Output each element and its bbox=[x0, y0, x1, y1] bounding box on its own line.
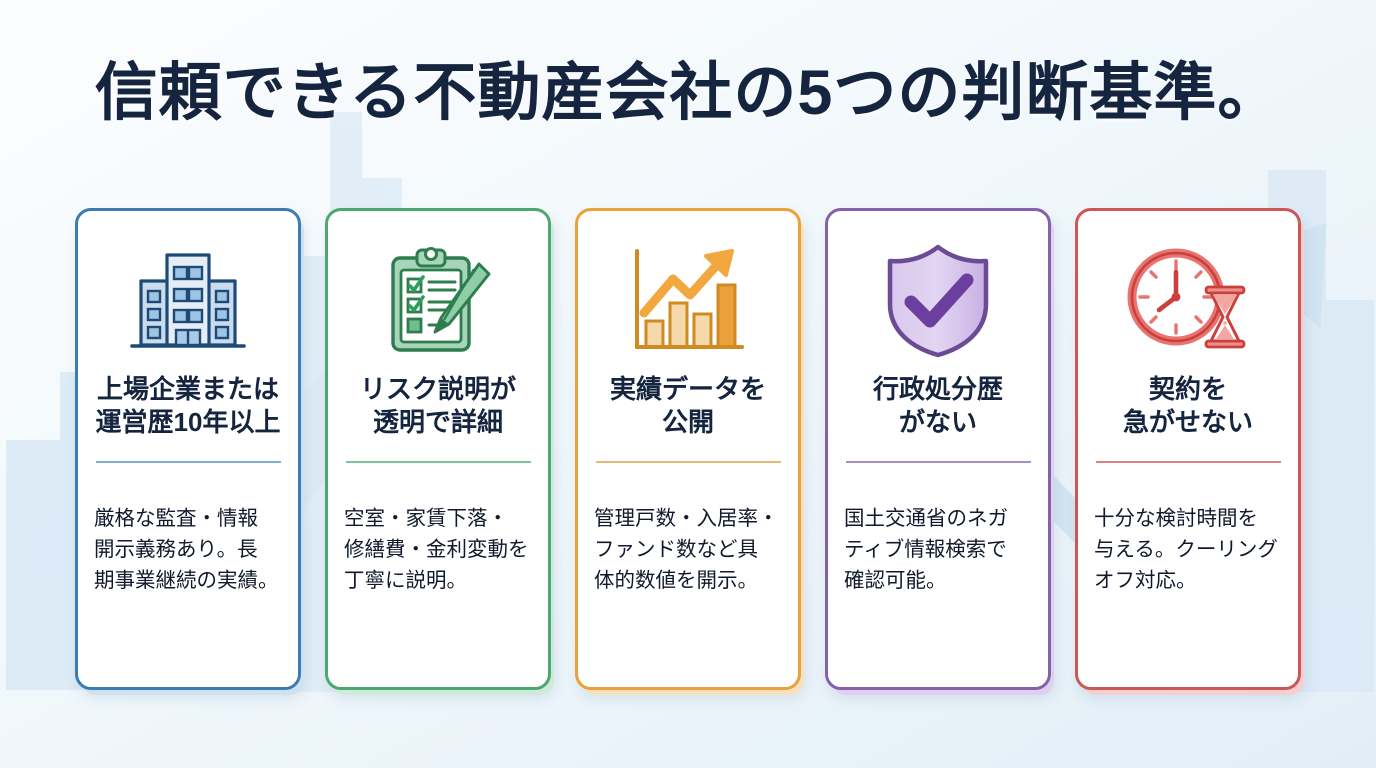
criteria-card-row: 上場企業または 運営歴10年以上 厳格な監査・情報 開示義務あり。長 期事業継続… bbox=[0, 208, 1376, 690]
office-building-icon bbox=[92, 237, 284, 365]
criteria-divider bbox=[595, 461, 781, 463]
criteria-description: 厳格な監査・情報 開示義務あり。長 期事業継続の実績。 bbox=[94, 507, 279, 593]
criteria-description: 管理戸数・入居率・ ファンド数など具 体的数値を開示。 bbox=[594, 507, 779, 593]
criteria-description: 十分な検討時間を 与える。クーリング オフ対応。 bbox=[1094, 507, 1278, 593]
criteria-divider bbox=[345, 461, 531, 463]
clipboard-checklist-icon bbox=[342, 237, 534, 365]
growth-bar-chart-icon bbox=[592, 237, 784, 365]
shield-check-icon bbox=[842, 237, 1034, 365]
criteria-title: 行政処分歴 がない bbox=[872, 374, 1003, 438]
criteria-description: 空室・家賃下落・ 修繕費・金利変動を 丁寧に説明。 bbox=[344, 507, 529, 593]
criteria-card-2[interactable]: リスク説明が 透明で詳細 空室・家賃下落・ 修繕費・金利変動を 丁寧に説明。 bbox=[325, 208, 551, 690]
criteria-card-4[interactable]: 行政処分歴 がない 国土交通省のネガ ティブ情報検索で 確認可能。 bbox=[825, 208, 1051, 690]
criteria-card-3[interactable]: 実績データを 公開 管理戸数・入居率・ ファンド数など具 体的数値を開示。 bbox=[575, 208, 801, 690]
criteria-card-1[interactable]: 上場企業または 運営歴10年以上 厳格な監査・情報 開示義務あり。長 期事業継続… bbox=[75, 208, 301, 690]
criteria-title: 上場企業または 運営歴10年以上 bbox=[95, 374, 281, 438]
criteria-description: 国土交通省のネガ ティブ情報検索で 確認可能。 bbox=[844, 507, 1008, 593]
criteria-divider bbox=[845, 461, 1031, 463]
criteria-title: リスク説明が 透明で詳細 bbox=[359, 374, 516, 438]
header: 信頼できる不動産会社の5つの判断基準。 bbox=[0, 0, 1376, 175]
criteria-divider bbox=[1095, 461, 1281, 463]
clock-hourglass-icon bbox=[1092, 237, 1284, 365]
page-title: 信頼できる不動産会社の5つの判断基準。 bbox=[94, 58, 1282, 128]
criteria-divider bbox=[95, 461, 281, 463]
criteria-card-5[interactable]: 契約を 急がせない 十分な検討時間を 与える。クーリング オフ対応。 bbox=[1075, 208, 1301, 690]
criteria-title: 実績データを 公開 bbox=[609, 374, 766, 438]
criteria-title: 契約を 急がせない bbox=[1122, 374, 1253, 438]
